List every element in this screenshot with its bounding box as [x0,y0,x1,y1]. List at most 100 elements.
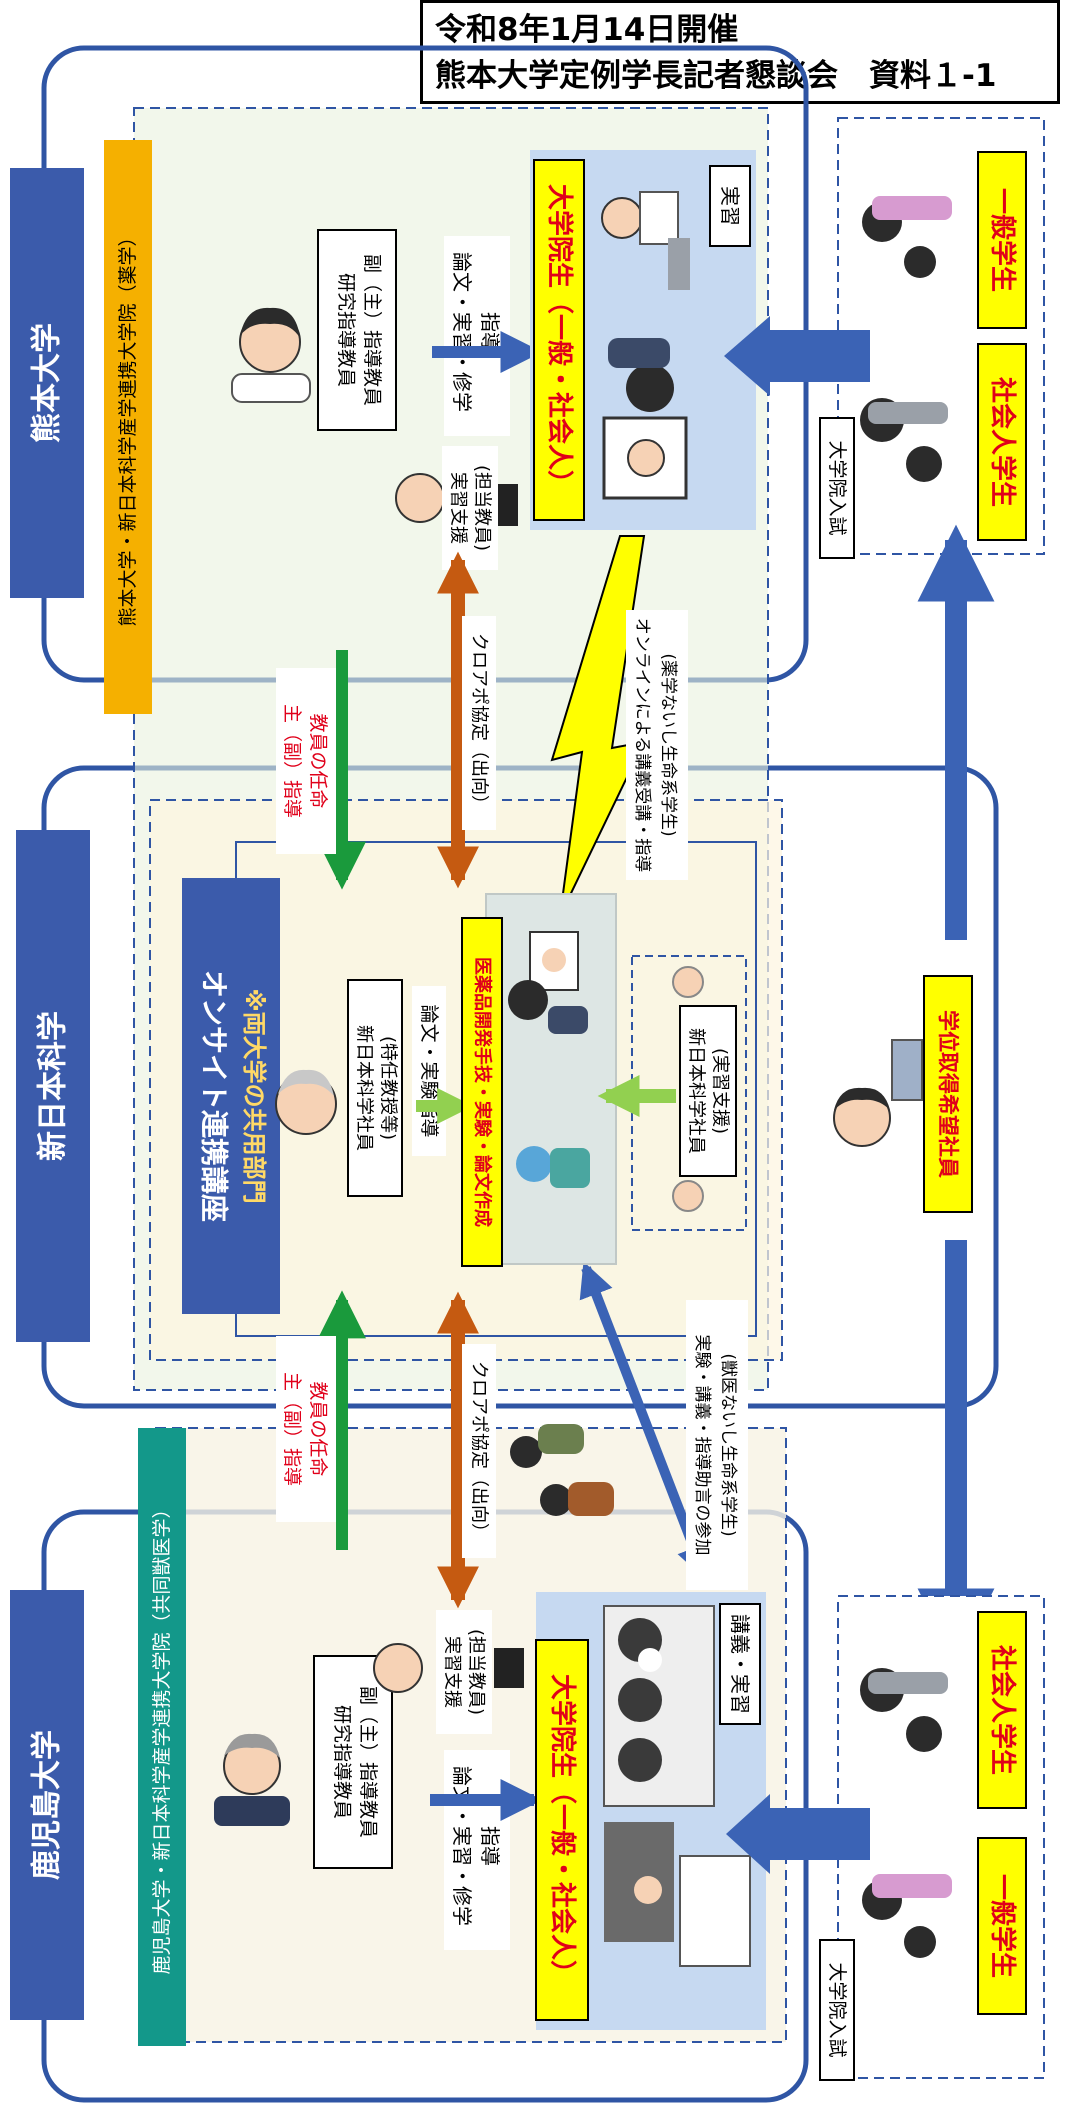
snbl-thesis-guidance: 論文・実験指導 [418,1004,440,1137]
kagoshima-program: 鹿児島大学・新日本科学産学連携大学院（共同獣医学） [151,1499,173,1974]
kagoshima-working-label: 社会人学生 [977,1611,1027,1809]
cross-top: クロアポ協定（出向） [469,633,490,813]
snbl-employee-box: 新日本科学社員 (特任教授等) [347,979,403,1197]
kumamoto-support-line1: 実習支援 [448,472,469,544]
header-title-box: 令和8年1月14日開催 熊本大学定例学長記者懇談会 資料１-1 [420,0,1060,104]
cross-appointment-label-bottom: クロアポ協定（出向） [462,1344,496,1558]
kumamoto-exam: 大学院入試 [826,440,848,535]
header-meeting: 熊本大学定例学長記者懇談会 資料１-1 [435,58,997,94]
kagoshima-support-line1: 実習支援 [442,1636,463,1708]
snbl-employee-person [275,1069,337,1135]
online-line1: オンラインによる講義受講・指導 [632,618,652,873]
kumamoto-supervisor-line1: 研究指導教員 [335,273,357,387]
onsite-course-name: オンサイト連携講座 [198,970,231,1222]
kagoshima-guidance-line2: 指導 [478,1826,502,1866]
kagoshima-supervisor-line1: 研究指導教員 [331,1705,353,1819]
kumamoto-program-tag: 熊本大学・新日本科学産学連携大学院（薬学） [104,140,152,714]
kagoshima-name: 鹿児島大学 [30,1730,65,1880]
kagoshima-grad-label: 大学院生（一般・社会人） [535,1639,589,2021]
kumamoto-working-students: 社会人学生 [987,377,1018,507]
kagoshima-support-line2: (担当教員) [466,1629,487,1715]
cross-appointment-label-top: クロアポ協定（出向） [462,616,496,830]
kumamoto-admission-arrow [724,316,870,396]
kagoshima-exam-tag: 大学院入試 [819,1939,855,2081]
header-date: 令和8年1月14日開催 [435,12,739,48]
kumamoto-grad-students: 大学院生（一般・社会人） [544,184,575,496]
snbl-support-line1: 新日本科学社員 [686,1028,707,1154]
kumamoto-general-student-people [862,196,952,278]
kumamoto-name-panel: 熊本大学 [10,168,84,598]
kumamoto-name: 熊本大学 [30,323,65,443]
lecture-arrow [579,1261,711,1581]
kumamoto-general-students: 一般学生 [987,188,1018,292]
kumamoto-program: 熊本大学・新日本科学産学連携大学院（薬学） [117,227,139,626]
kagoshima-guidance-line1: 論文・実習・修学 [450,1766,474,1926]
classroom-illustration [604,1822,751,1967]
kagoshima-working-student-people [860,1668,948,1752]
kagoshima-support-person [373,1643,524,1693]
kagoshima-general-students: 一般学生 [987,1874,1018,1978]
snbl-support-line2: (実習支援) [710,1048,731,1134]
kumamoto-grad-label: 大学院生（一般・社会人） [533,159,585,521]
kumamoto-exam-tag: 大学院入試 [819,417,855,559]
appoint-bottom-line2: 教員の任命 [307,1381,329,1476]
kumamoto-supervisor-line2: 副（主）指導教員 [361,254,383,406]
kumamoto-guidance-label: 論文・実習・修学 指導 [444,236,510,436]
snbl-dev-work-label: 医薬品開発手技・実験・論文作成 [461,917,503,1267]
kumamoto-working-label: 社会人学生 [977,343,1027,541]
snbl-name: 新日本科学 [36,1011,71,1161]
online-teacher-illustration [508,931,588,1034]
snbl-dev-work: 医薬品開発手技・実験・論文作成 [472,957,494,1227]
snbl-name-panel: 新日本科学 [16,830,90,1342]
kagoshima-practice: 講義・実習 [728,1614,752,1714]
kagoshima-supervisor-box: 研究指導教員 副（主）指導教員 [313,1655,393,1869]
kagoshima-working-students: 社会人学生 [987,1645,1018,1775]
online-lightning-bolt [550,535,646,917]
kumamoto-supervisor-person [231,307,311,403]
snbl-thesis-guidance-label: 論文・実験指導 [412,986,446,1156]
kagoshima-supervisor-person [214,1733,290,1826]
cattle-illustration [603,1605,715,1807]
kumamoto-working-student-people [860,398,948,482]
kumamoto-general-label: 一般学生 [977,151,1027,329]
lab-worker-illustration [516,1146,590,1188]
snbl-support-box: 新日本科学社員 (実習支援) [679,1005,737,1177]
kagoshima-supervisor-line2: 副（主）指導教員 [357,1686,379,1838]
kagoshima-practice-label: 講義・実習 [719,1603,761,1725]
kagoshima-guidance-label: 論文・実習・修学 指導 [444,1750,510,1950]
appoint-label-bottom: 主（副）指導 教員の任命 [276,1336,336,1522]
degree-seeker-person [833,1039,923,1147]
snbl-employee-line2: (特任教授等) [378,1036,399,1140]
online-line2: (薬学ないし生命系学生) [658,653,678,836]
kagoshima-name-panel: 鹿児島大学 [10,1590,84,2020]
degree-seeker-label: 学位取得希望社員 [923,975,973,1213]
kagoshima-exam: 大学院入試 [826,1962,848,2057]
online-student-illustration [602,338,688,500]
kumamoto-support-line2: (担当教員) [472,465,493,551]
cross-bottom: クロアポ協定（出向） [469,1361,490,1541]
kumamoto-guidance-line1: 論文・実習・修学 [450,252,474,412]
appoint-top-line2: 教員の任命 [307,713,329,808]
kumamoto-supervisor-box: 研究指導教員 副（主）指導教員 [317,229,397,431]
kagoshima-admission-arrow [726,1794,870,1874]
online-label: オンラインによる講義受講・指導 (薬学ないし生命系学生) [626,610,688,880]
lecture-line2: (獣医ないし生命系学生) [718,1353,738,1536]
lab-experiment-illustration [601,191,690,290]
onsite-course-shared: ※両大学の共用部門 [240,988,268,1203]
snbl-employee-line1: 新日本科学社員 [354,1025,375,1151]
kumamoto-practice-label: 実習 [709,165,751,247]
appoint-label-top: 主（副）指導 教員の任命 [276,668,336,854]
lecture-label: 実験・講義・指導助言の参加 (獣医ないし生命系学生) [686,1300,748,1590]
kumamoto-practice: 実習 [718,186,742,226]
onsite-course-title: オンサイト連携講座 ※両大学の共用部門 [182,878,280,1314]
lecture-line1: 実験・講義・指導助言の参加 [692,1335,712,1556]
kagoshima-grad-students: 大学院生（一般・社会人） [547,1674,578,1986]
kumamoto-guidance-line2: 指導 [478,312,502,352]
appoint-bottom-line1: 主（副）指導 [281,1372,303,1486]
kumamoto-support-label: 実習支援 (担当教員) [442,446,498,570]
kagoshima-program-tag: 鹿児島大学・新日本科学産学連携大学院（共同獣医学） [138,1428,186,2046]
degree-seekers: 学位取得希望社員 [936,1010,960,1178]
snbl-support-people [672,966,704,1212]
kagoshima-support-label: 実習支援 (担当教員) [436,1610,492,1734]
